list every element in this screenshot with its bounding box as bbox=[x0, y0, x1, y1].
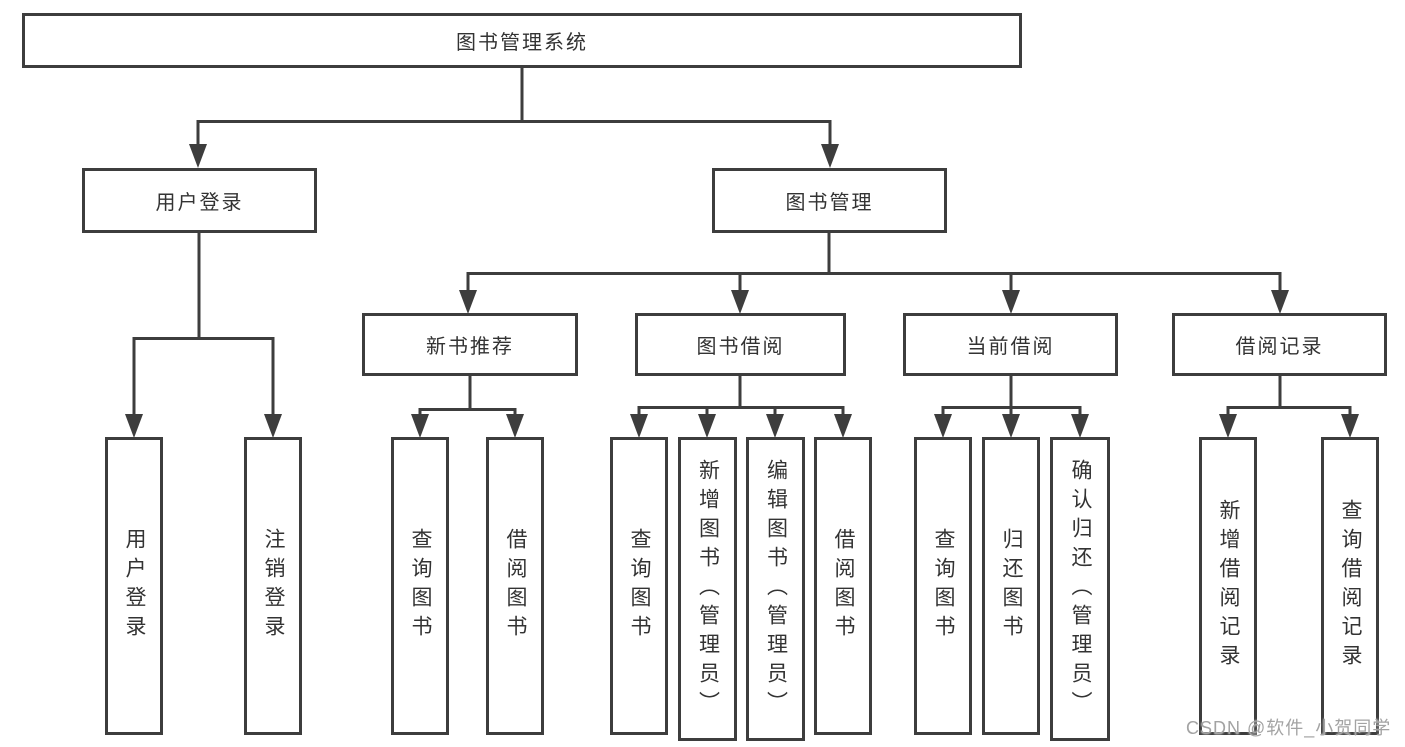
leaf-user-login: 用户登录 bbox=[105, 437, 163, 735]
arrowhead bbox=[1002, 290, 1020, 314]
node-book-management-label: 图书管理 bbox=[785, 192, 874, 214]
connector-login-to-leaves bbox=[132, 233, 275, 415]
leaf-newbooks-query: 查询图书 bbox=[391, 437, 449, 735]
arrowhead bbox=[1071, 414, 1089, 438]
leaf-borrow-add-admin: 新增图书（管理员） bbox=[678, 437, 737, 741]
node-book-borrow: 图书借阅 bbox=[635, 313, 846, 376]
connector-current-to-leaves bbox=[941, 376, 1082, 416]
arrowhead bbox=[834, 414, 852, 438]
node-user-login: 用户登录 bbox=[82, 168, 317, 233]
node-library-system-label: 图书管理系统 bbox=[456, 32, 588, 54]
node-new-book-recommend: 新书推荐 bbox=[362, 313, 578, 376]
node-borrow-records: 借阅记录 bbox=[1172, 313, 1387, 376]
leaf-current-confirm-admin-label: 确认归还（管理员） bbox=[1069, 458, 1093, 720]
leaf-borrow-edit-admin: 编辑图书（管理员） bbox=[746, 437, 805, 741]
arrowhead bbox=[1341, 414, 1359, 438]
arrowhead bbox=[731, 290, 749, 314]
leaf-borrow-edit-admin-label: 编辑图书（管理员） bbox=[764, 458, 788, 720]
leaf-records-query-label: 查询借阅记录 bbox=[1339, 499, 1363, 673]
leaf-borrow-add-admin-label: 新增图书（管理员） bbox=[696, 458, 720, 720]
leaf-newbooks-borrow: 借阅图书 bbox=[486, 437, 544, 735]
arrowhead bbox=[411, 414, 429, 438]
arrowhead bbox=[125, 414, 143, 438]
leaf-current-confirm-admin: 确认归还（管理员） bbox=[1050, 437, 1110, 741]
leaf-borrow-book: 借阅图书 bbox=[814, 437, 872, 735]
connector-bookmgmt-to-level3 bbox=[466, 233, 1282, 292]
node-current-borrow: 当前借阅 bbox=[903, 313, 1118, 376]
leaf-logout: 注销登录 bbox=[244, 437, 302, 735]
leaf-current-query-label: 查询图书 bbox=[932, 528, 956, 644]
leaf-newbooks-query-label: 查询图书 bbox=[409, 528, 433, 644]
arrowhead bbox=[766, 414, 784, 438]
leaf-records-query: 查询借阅记录 bbox=[1321, 437, 1379, 735]
node-book-management: 图书管理 bbox=[712, 168, 947, 233]
node-book-borrow-label: 图书借阅 bbox=[696, 336, 785, 358]
arrowhead bbox=[821, 144, 839, 168]
csdn-watermark: CSDN @软件_小贺同学 bbox=[1186, 718, 1392, 738]
node-user-login-label: 用户登录 bbox=[155, 192, 244, 214]
connector-records-to-leaves bbox=[1226, 376, 1352, 416]
leaf-current-return-label: 归还图书 bbox=[1000, 528, 1024, 644]
leaf-current-return: 归还图书 bbox=[982, 437, 1040, 735]
arrowhead bbox=[630, 414, 648, 438]
leaf-borrow-query-label: 查询图书 bbox=[628, 528, 652, 644]
connector-newbooks-to-leaves bbox=[418, 376, 517, 416]
leaf-borrow-book-label: 借阅图书 bbox=[832, 528, 856, 644]
arrowhead bbox=[1219, 414, 1237, 438]
arrowhead bbox=[459, 290, 477, 314]
arrowhead bbox=[506, 414, 524, 438]
arrowhead bbox=[1002, 414, 1020, 438]
arrowhead bbox=[189, 144, 207, 168]
leaf-records-add-label: 新增借阅记录 bbox=[1217, 499, 1241, 673]
arrowhead bbox=[1271, 290, 1289, 314]
node-library-system: 图书管理系统 bbox=[22, 13, 1022, 68]
arrowhead bbox=[264, 414, 282, 438]
node-current-borrow-label: 当前借阅 bbox=[966, 336, 1055, 358]
arrowhead bbox=[934, 414, 952, 438]
leaf-borrow-query: 查询图书 bbox=[610, 437, 668, 735]
leaf-newbooks-borrow-label: 借阅图书 bbox=[504, 528, 528, 644]
connector-root-to-level2 bbox=[196, 68, 832, 146]
leaf-current-query: 查询图书 bbox=[914, 437, 972, 735]
node-borrow-records-label: 借阅记录 bbox=[1235, 336, 1324, 358]
arrowhead bbox=[698, 414, 716, 438]
connector-borrow-to-leaves bbox=[637, 376, 845, 416]
leaf-user-login-label: 用户登录 bbox=[123, 528, 147, 644]
leaf-logout-label: 注销登录 bbox=[262, 528, 286, 644]
node-new-book-recommend-label: 新书推荐 bbox=[426, 336, 514, 358]
leaf-records-add: 新增借阅记录 bbox=[1199, 437, 1257, 735]
